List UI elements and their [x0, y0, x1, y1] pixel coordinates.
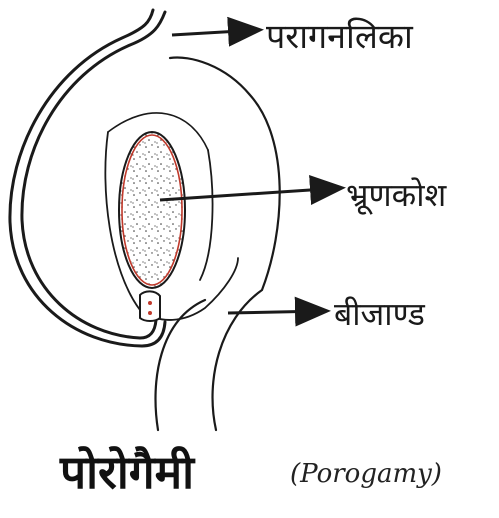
- caption-english: (Porogamy): [290, 459, 442, 489]
- embryo-sac: [119, 132, 185, 288]
- pollen-tube-nucleus-2: [148, 311, 152, 315]
- arrow-pollen-tube: [172, 30, 258, 35]
- arrow-ovule: [228, 311, 325, 313]
- label-pollen-tube: परागनलिका: [266, 17, 414, 57]
- arrow-embryo-sac: [160, 188, 340, 200]
- caption-hindi: पोरोगैमी: [59, 445, 196, 499]
- label-ovule: बीजाण्ड: [334, 295, 426, 333]
- label-embryo-sac: भ्रूणकोश: [346, 176, 447, 215]
- pollen-tube-tip: [140, 291, 160, 321]
- pollen-tube-nucleus-1: [148, 301, 152, 305]
